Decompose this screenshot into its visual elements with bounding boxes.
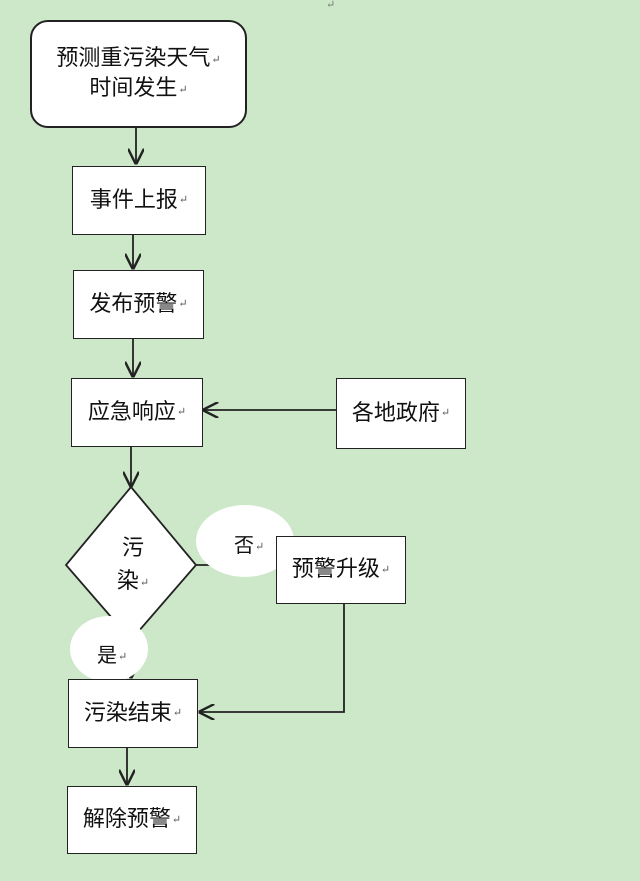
upgrade-label: 预警升级 xyxy=(291,557,380,583)
return-mark: ↵ xyxy=(139,576,150,589)
return-mark: ↵ xyxy=(171,812,182,826)
respond-node: 应急响应↵ xyxy=(71,378,203,447)
arrow-upgrade-to-end xyxy=(200,604,345,712)
release-label: 解除预警 xyxy=(82,807,171,833)
paragraph-mark: ↵ xyxy=(326,0,336,11)
end-pollution-node: 污染结束↵ xyxy=(68,679,198,748)
return-mark: ↵ xyxy=(380,562,391,576)
return-mark: ↵ xyxy=(211,53,221,67)
report-node: 事件上报↵ xyxy=(72,166,206,235)
gov-label: 各地政府 xyxy=(351,400,440,426)
decision-text: 污 染↵ xyxy=(111,532,155,598)
start-line2: 时间发生 xyxy=(89,76,178,101)
yes-label-text: 是 xyxy=(97,643,117,667)
yes-label-bg xyxy=(70,616,148,682)
end-pollution-label: 污染结束 xyxy=(83,700,172,726)
no-label-text: 否 xyxy=(234,533,254,557)
warn-label: 发布预警 xyxy=(89,291,178,317)
warn-node: 发布预警↵ xyxy=(73,270,204,339)
return-mark: ↵ xyxy=(255,540,265,553)
return-mark: ↵ xyxy=(118,650,128,663)
return-mark: ↵ xyxy=(440,406,451,420)
yes-label: 是↵ xyxy=(97,639,127,668)
release-node: 解除预警↵ xyxy=(67,786,197,854)
start-line1: 预测重污染天气 xyxy=(56,46,211,72)
return-mark: ↵ xyxy=(178,83,188,96)
decision-line1: 污 xyxy=(121,536,144,561)
return-mark: ↵ xyxy=(178,193,189,207)
return-mark: ↵ xyxy=(172,706,183,720)
no-label: 否↵ xyxy=(234,529,264,558)
upgrade-node: 预警升级↵ xyxy=(276,536,406,604)
start-node: 预测重污染天气↵ 时间发生↵ xyxy=(30,20,247,128)
report-label: 事件上报 xyxy=(89,187,178,213)
return-mark: ↵ xyxy=(178,297,188,311)
respond-label: 应急响应 xyxy=(87,399,176,425)
gov-node: 各地政府↵ xyxy=(336,378,466,449)
return-mark: ↵ xyxy=(176,405,187,419)
decision-line2: 染 xyxy=(116,569,139,594)
